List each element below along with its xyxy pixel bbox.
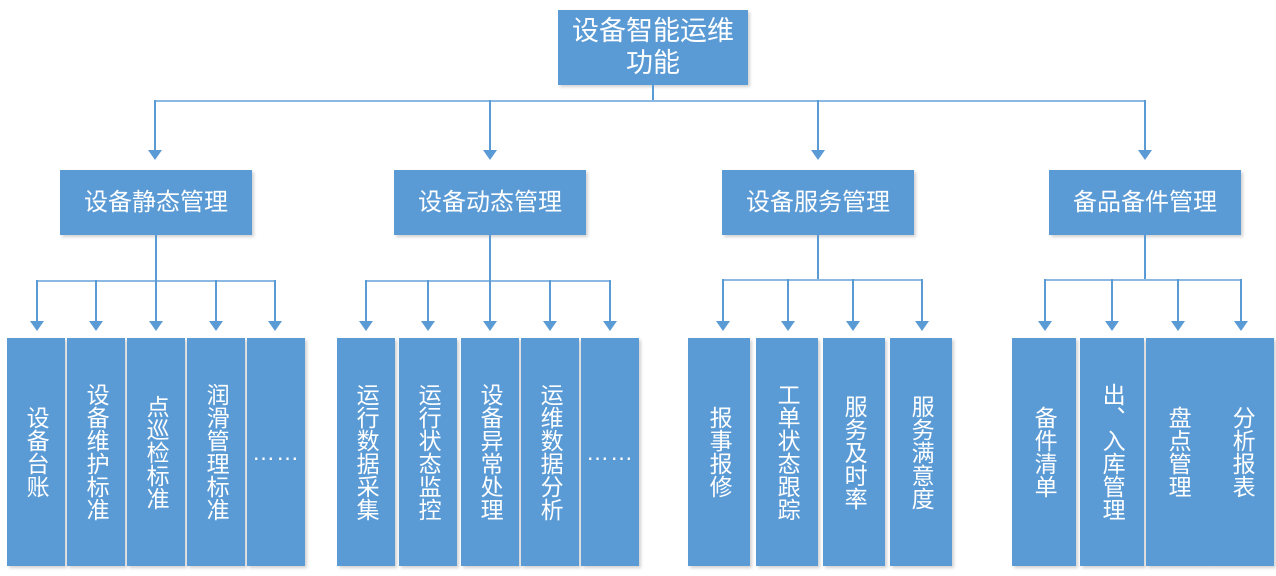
arrow-root-to-branch-3 [811, 150, 825, 160]
leaf-node-service-timeliness-rate[interactable]: 服务及时率 [823, 338, 885, 566]
leaf-node-label: 分析报表 [1229, 406, 1256, 498]
arrow-root-to-branch-2 [483, 150, 497, 160]
arrow-branch-2-child-4 [543, 321, 557, 331]
connector-root-bus [155, 100, 1145, 102]
branch-node-label: 设备服务管理 [746, 188, 890, 216]
leaf-node-label: 报事报修 [706, 406, 733, 498]
branch-node-service-management[interactable]: 设备服务管理 [722, 170, 914, 235]
connector-branch-1-child-4 [215, 280, 217, 323]
leaf-node-equipment-anomaly-handling[interactable]: 设备异常处理 [461, 338, 519, 566]
branch-node-spare-parts-management[interactable]: 备品备件管理 [1049, 170, 1241, 235]
arrow-branch-4-child-2 [1105, 321, 1119, 331]
arrow-branch-3-child-3 [846, 321, 860, 331]
leaf-node-label: 运行状态监控 [415, 383, 442, 521]
branch-node-label: 设备动态管理 [418, 188, 562, 216]
arrow-branch-4-child-3 [1171, 321, 1185, 331]
connector-branch-4-child-1 [1044, 279, 1046, 323]
connector-branch-1-stem [155, 235, 157, 281]
arrow-branch-3-child-2 [781, 321, 795, 331]
leaf-node-report-repair[interactable]: 报事报修 [688, 338, 750, 566]
arrow-branch-4-child-1 [1038, 321, 1052, 331]
arrow-branch-4-child-4 [1234, 321, 1248, 331]
leaf-node-inbound-outbound-management[interactable]: 出、入库管理 [1080, 338, 1144, 566]
leaf-node-label: 服务及时率 [841, 394, 868, 510]
connector-branch-2-child-1 [365, 280, 367, 323]
connector-branch-3-child-1 [722, 279, 724, 323]
connector-branch-1-child-5 [274, 280, 276, 323]
connector-branch-1-child-3 [155, 280, 157, 323]
leaf-node-label: 运行数据采集 [353, 383, 380, 521]
branch-node-static-management[interactable]: 设备静态管理 [60, 170, 252, 235]
connector-branch-3-child-2 [787, 279, 789, 323]
leaf-node-maintenance-standard[interactable]: 设备维护标准 [67, 338, 125, 566]
leaf-node-om-data-analysis[interactable]: 运维数据分析 [521, 338, 579, 566]
leaf-node-operation-data-collection[interactable]: 运行数据采集 [337, 338, 395, 566]
leaf-node-analysis-report[interactable]: 分析报表 [1210, 338, 1274, 566]
leaf-node-label: 工单状态跟踪 [774, 383, 801, 521]
arrow-branch-1-child-3 [149, 321, 163, 331]
leaf-node-label: 盘点管理 [1165, 406, 1192, 498]
leaf-node-equipment-ledger[interactable]: 设备台账 [7, 338, 65, 566]
branch-node-dynamic-management[interactable]: 设备动态管理 [394, 170, 586, 235]
connector-branch-3-bus [722, 279, 923, 281]
arrow-branch-1-child-4 [209, 321, 223, 331]
branch-node-label: 设备静态管理 [84, 188, 228, 216]
connector-branch-1-child-2 [95, 280, 97, 323]
leaf-node-label: 运维数据分析 [537, 383, 564, 521]
leaf-node-label: 出、入库管理 [1099, 383, 1126, 521]
connector-root-to-branch-2 [489, 100, 491, 152]
connector-branch-4-child-2 [1111, 279, 1113, 323]
connector-branch-1-child-1 [36, 280, 38, 323]
connector-branch-3-stem [817, 235, 819, 280]
arrow-branch-2-child-5 [603, 321, 617, 331]
connector-root-to-branch-1 [154, 100, 156, 152]
leaf-node-label: 设备维护标准 [83, 383, 110, 521]
leaf-node-inspection-standard[interactable]: 点巡检标准 [127, 338, 185, 566]
connector-branch-4-bus [1044, 279, 1242, 281]
connector-branch-3-child-4 [921, 279, 923, 323]
leaf-node-label: 点巡检标准 [143, 394, 170, 510]
arrow-branch-2-child-1 [359, 321, 373, 331]
connector-branch-4-child-4 [1240, 279, 1242, 323]
arrow-root-to-branch-4 [1138, 150, 1152, 160]
connector-branch-3-child-3 [852, 279, 854, 323]
connector-branch-2-child-5 [609, 280, 611, 323]
leaf-node-label: 服务满意度 [908, 394, 935, 510]
connector-branch-4-child-3 [1177, 279, 1179, 323]
leaf-node-stocktaking-management[interactable]: 盘点管理 [1146, 338, 1210, 566]
arrow-branch-1-child-5 [268, 321, 282, 331]
leaf-node-label: 设备异常处理 [477, 383, 504, 521]
arrow-branch-3-child-1 [716, 321, 730, 331]
leaf-node-more-1[interactable]: …… [247, 338, 305, 566]
arrow-root-to-branch-1 [148, 150, 162, 160]
leaf-node-label: 备件清单 [1031, 406, 1058, 498]
root-node-label: 设备智能运维功能 [572, 16, 734, 78]
connector-root-stem [652, 85, 654, 101]
leaf-node-work-order-tracking[interactable]: 工单状态跟踪 [756, 338, 818, 566]
connector-branch-2-child-4 [549, 280, 551, 323]
arrow-branch-3-child-4 [915, 321, 929, 331]
arrow-branch-2-child-3 [483, 321, 497, 331]
leaf-node-label: 设备台账 [23, 406, 50, 498]
connector-root-to-branch-3 [817, 100, 819, 152]
connector-branch-2-bus [365, 280, 611, 282]
leaf-node-label: 润滑管理标准 [203, 383, 230, 521]
connector-root-to-branch-4 [1144, 100, 1146, 152]
leaf-node-label: …… [586, 438, 634, 465]
connector-branch-2-child-2 [427, 280, 429, 323]
leaf-node-more-2[interactable]: …… [581, 338, 639, 566]
connector-branch-4-stem [1144, 235, 1146, 280]
arrow-branch-1-child-2 [89, 321, 103, 331]
leaf-node-lubrication-standard[interactable]: 润滑管理标准 [187, 338, 245, 566]
connector-branch-2-child-3 [489, 280, 491, 323]
branch-node-label: 备品备件管理 [1073, 188, 1217, 216]
root-node-equipment-smart-om[interactable]: 设备智能运维功能 [558, 10, 748, 85]
leaf-node-label: …… [252, 438, 300, 465]
arrow-branch-2-child-2 [421, 321, 435, 331]
leaf-node-service-satisfaction[interactable]: 服务满意度 [890, 338, 952, 566]
leaf-node-spare-parts-list[interactable]: 备件清单 [1012, 338, 1076, 566]
connector-branch-2-stem [489, 235, 491, 281]
leaf-node-operation-status-monitoring[interactable]: 运行状态监控 [399, 338, 457, 566]
arrow-branch-1-child-1 [30, 321, 44, 331]
